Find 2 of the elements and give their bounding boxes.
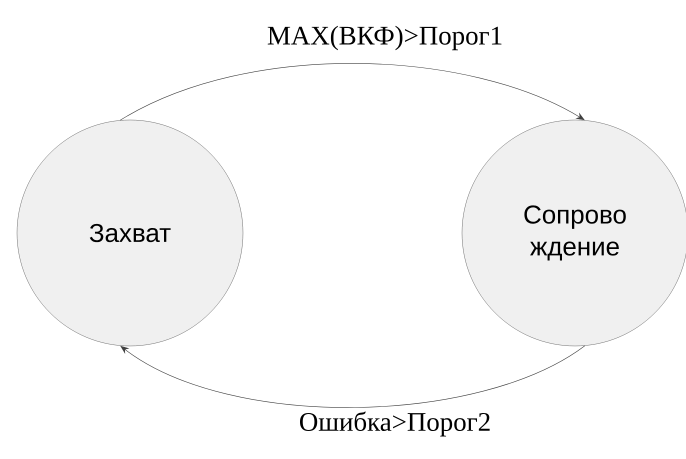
edge-label: Ошибка>Порог2: [300, 412, 490, 436]
edge-label: MAX(ВКФ)>Порог1: [268, 26, 502, 50]
